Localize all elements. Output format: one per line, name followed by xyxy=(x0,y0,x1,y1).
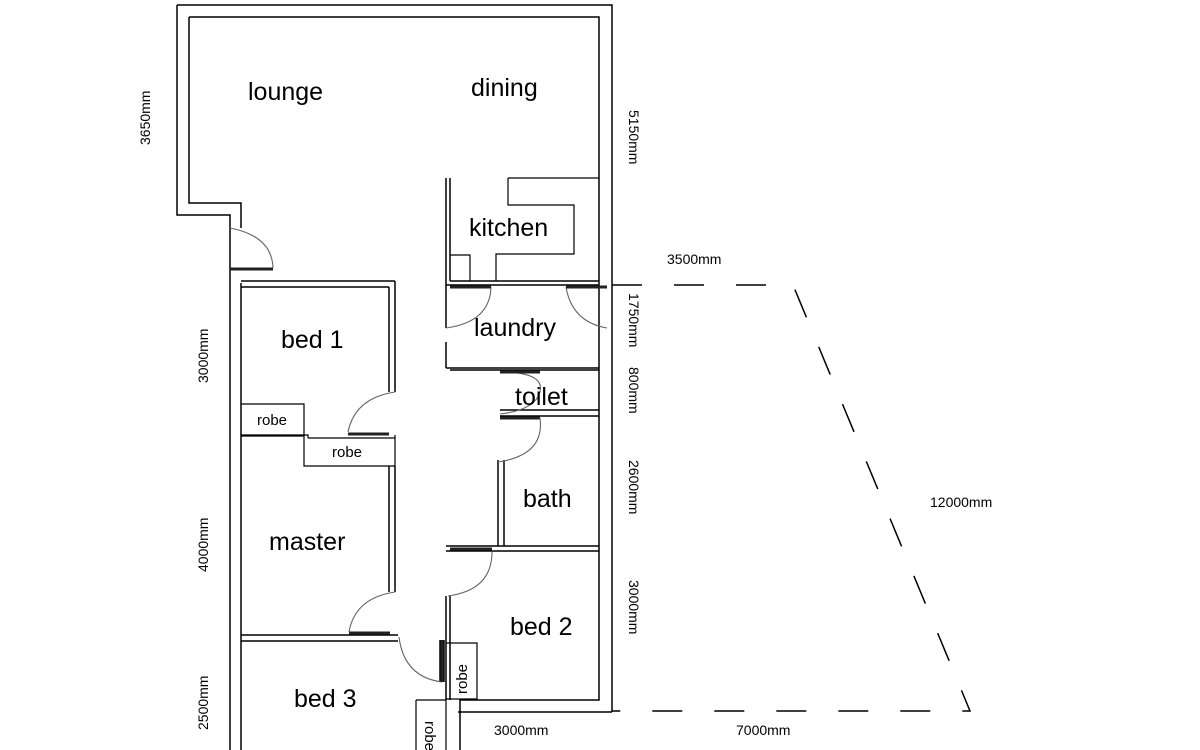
dim-master-depth: 4000mm xyxy=(195,518,211,572)
kitchen-door-swing xyxy=(445,286,492,329)
dim-bed3-depth: 2500mm xyxy=(195,676,211,730)
dim-toilet-depth: 800mm xyxy=(626,367,642,414)
dim-deck-width: 3500mm xyxy=(667,251,721,267)
room-label-lounge: lounge xyxy=(248,78,323,106)
robe-label-master: robe xyxy=(332,444,362,461)
dim-laundry-depth: 1750mm xyxy=(626,293,642,347)
dim-bed1-depth: 3000mm xyxy=(195,329,211,383)
room-label-master: master xyxy=(269,528,345,556)
toilet-door-swing xyxy=(499,371,542,415)
exterior-walls xyxy=(176,4,613,750)
room-label-bath: bath xyxy=(523,485,572,513)
robe-label-bed2: robe xyxy=(454,664,471,694)
room-label-toilet: toilet xyxy=(515,383,568,411)
bed1-door-swing xyxy=(347,391,396,433)
robe-label-bed1: robe xyxy=(257,412,287,429)
dim-lounge-depth: 3650mm xyxy=(137,91,153,145)
dim-bed2-depth: 3000mm xyxy=(626,580,642,634)
room-label-bed1: bed 1 xyxy=(281,326,344,354)
laundry-door-swing xyxy=(565,286,608,329)
room-label-bed2: bed 2 xyxy=(510,613,573,641)
dim-bottom-left-width: 3000mm xyxy=(494,722,548,738)
master-walls xyxy=(241,466,398,642)
master-door-swing xyxy=(348,591,396,633)
room-label-dining: dining xyxy=(471,74,538,102)
bath-door-swing xyxy=(497,417,542,463)
dim-bath-depth: 2600mm xyxy=(626,460,642,514)
dim-diagonal: 12000mm xyxy=(930,494,992,510)
robe-labels: robe robe robe robe xyxy=(257,412,471,750)
dimension-labels: 3650mm 5150mm 3500mm 1750mm 800mm 2600mm… xyxy=(137,91,992,738)
bed1-walls xyxy=(241,280,396,467)
room-label-laundry: laundry xyxy=(474,314,556,342)
bed3-door-swing xyxy=(398,636,443,683)
dim-dining-depth: 5150mm xyxy=(626,110,642,164)
deck-outline xyxy=(612,284,972,712)
room-label-bed3: bed 3 xyxy=(294,685,357,713)
doors xyxy=(229,227,608,683)
robe-label-bed3: robe xyxy=(421,721,438,750)
wet-area-walls xyxy=(415,285,599,750)
dim-bottom-right-width: 7000mm xyxy=(736,722,790,738)
bed2-door-swing xyxy=(447,551,493,597)
room-label-kitchen: kitchen xyxy=(469,214,548,242)
entry-door-swing xyxy=(229,227,274,269)
room-labels: lounge dining kitchen bed 1 laundry toil… xyxy=(248,74,573,713)
